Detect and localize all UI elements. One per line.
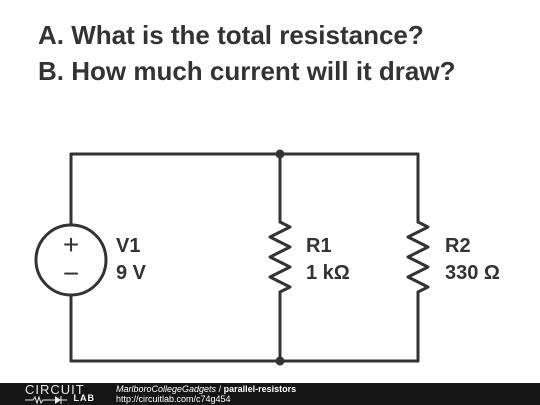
junction-dot-top — [275, 149, 285, 159]
logo-text-circuit: CIRCUIT — [25, 382, 85, 397]
junction-dot-bottom — [275, 356, 285, 366]
r2-resistor-zigzag — [406, 220, 430, 294]
circuit-title-link[interactable]: parallel-resistors — [223, 384, 297, 394]
r2-name-label: R2 — [445, 235, 471, 257]
logo-text-lab: LAB — [73, 393, 95, 403]
r1-name-label: R1 — [306, 235, 332, 257]
v1-plus-sign: + — [63, 229, 79, 260]
v1-name-label: V1 — [116, 235, 140, 257]
credit-separator: / — [216, 384, 224, 394]
question-a: A. What is the total resistance? — [38, 20, 424, 50]
circuitlab-logo[interactable]: CIRCUIT LAB — [25, 382, 95, 405]
circuit-url-link[interactable]: http://circuitlab.com/c74g454 — [116, 394, 231, 404]
logo-waveform-icon — [25, 395, 67, 405]
r2-value-label: 330 Ω — [445, 262, 500, 284]
footer-bar: CIRCUIT LAB MarlboroCollegeGadgets / par… — [0, 382, 540, 405]
credit-block: MarlboroCollegeGadgets / parallel-resist… — [116, 384, 296, 404]
v1-source-circle — [34, 223, 108, 297]
v1-value-label: 9 V — [116, 262, 147, 284]
r1-value-label: 1 kΩ — [306, 262, 350, 284]
credit-line: MarlboroCollegeGadgets / parallel-resist… — [116, 384, 296, 394]
v1-minus-sign: − — [63, 258, 79, 289]
question-b: B. How much current will it draw? — [38, 56, 456, 86]
author-link[interactable]: MarlboroCollegeGadgets — [116, 384, 217, 394]
r1-resistor-zigzag — [268, 220, 292, 294]
